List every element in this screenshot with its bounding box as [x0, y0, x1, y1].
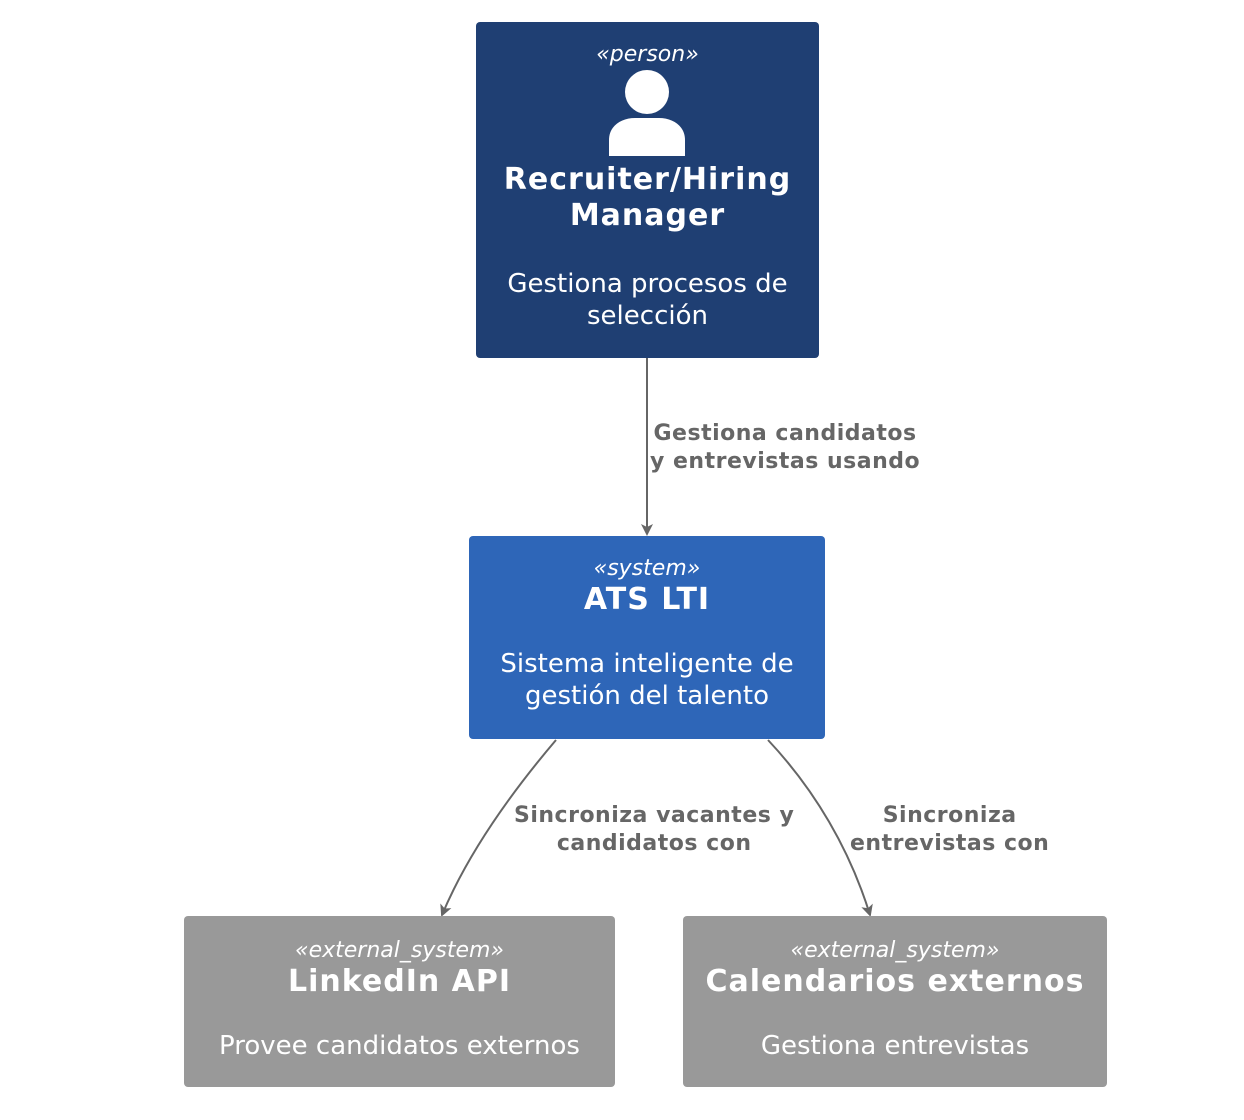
calendars-external-node[interactable]: «external_system» Calendarios externos G…: [683, 916, 1107, 1087]
edge-ats-calendars: [767, 739, 873, 917]
node-title: LinkedIn API: [287, 964, 512, 999]
node-stereotype: «system»: [593, 556, 701, 581]
recruiter-person-node[interactable]: «person» Recruiter/Hiring Manager Gestio…: [476, 22, 819, 358]
person-icon: [476, 68, 819, 160]
linkedin-external-node[interactable]: «external_system» LinkedIn API Provee ca…: [184, 916, 615, 1087]
node-description: Sistema inteligente de gestión del talen…: [500, 649, 794, 711]
edge-label-recruiter-ats: Gestiona candidatos y entrevistas usando: [650, 421, 921, 474]
edge-ats-linkedin: [440, 739, 557, 917]
node-title: Calendarios externos: [705, 964, 1085, 999]
node-title: ATS LTI: [583, 582, 711, 617]
node-description: Gestiona procesos de selección: [507, 269, 788, 331]
node-stereotype: «external_system»: [790, 938, 1000, 963]
node-stereotype: «external_system»: [295, 938, 504, 963]
ats-system-node[interactable]: «system» ATS LTI Sistema inteligente de …: [469, 536, 825, 739]
node-description: Gestiona entrevistas: [760, 1031, 1030, 1061]
edge-label-ats-linkedin: Sincroniza vacantes y candidatos con: [514, 803, 795, 856]
node-description: Provee candidatos externos: [219, 1031, 580, 1061]
node-title: Recruiter/Hiring Manager: [503, 162, 792, 233]
node-stereotype: «person»: [596, 42, 699, 67]
edge-label-ats-calendars: Sincroniza entrevistas con: [850, 803, 1050, 856]
